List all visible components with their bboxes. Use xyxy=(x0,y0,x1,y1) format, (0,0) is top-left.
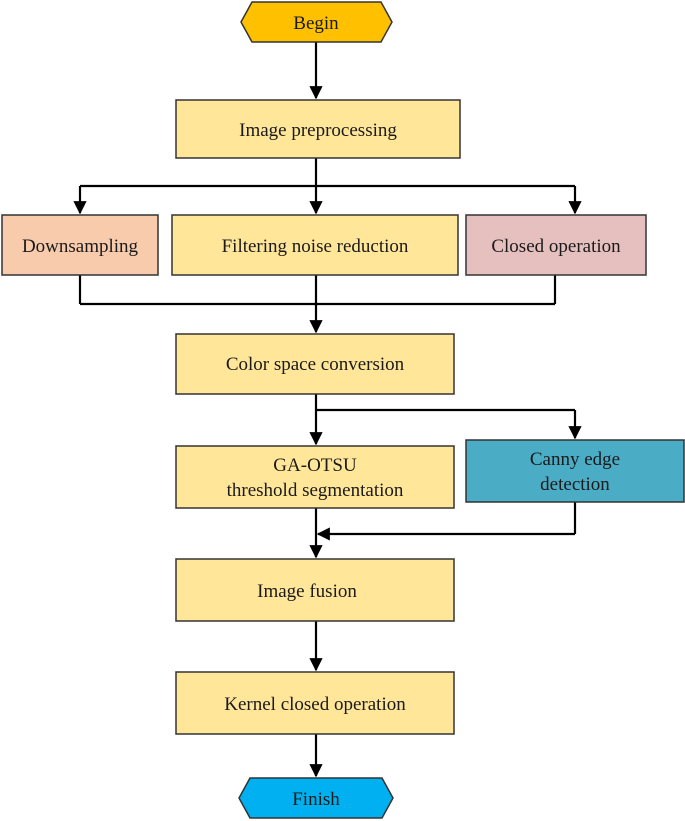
kernel-node: Kernel closed operation xyxy=(175,671,455,735)
filtering-shape xyxy=(171,214,459,276)
fusion-label: Image fusion xyxy=(257,581,357,602)
finish-shape xyxy=(238,777,394,819)
color-space-shape xyxy=(175,333,455,395)
fusion-node: Image fusion xyxy=(175,558,455,622)
canny-shape xyxy=(465,439,685,503)
ga-otsu-shape xyxy=(175,445,455,509)
finish-node: Finish xyxy=(238,777,394,819)
downsampling-label: Downsampling xyxy=(22,236,139,257)
downsampling-shape xyxy=(1,214,159,276)
canny-label-line1: Canny edge xyxy=(530,449,620,470)
ga-otsu-label-line2: threshold segmentation xyxy=(227,480,404,501)
begin-label: Begin xyxy=(293,13,339,34)
canny-label-line2: detection xyxy=(540,474,610,495)
closed-op-node: Closed operation xyxy=(465,214,647,276)
closed-op-shape xyxy=(465,214,647,276)
preprocessing-label: Image preprocessing xyxy=(239,120,397,141)
filtering-label: Filtering noise reduction xyxy=(222,236,409,257)
finish-label: Finish xyxy=(292,789,340,810)
edges xyxy=(73,42,582,778)
begin-shape xyxy=(240,1,393,43)
fusion-shape xyxy=(175,558,455,622)
downsampling-node: Downsampling xyxy=(1,214,159,276)
preprocessing-node: Image preprocessing xyxy=(175,99,461,159)
ga-otsu-node: GA-OTSU threshold segmentation xyxy=(175,445,455,509)
closed-op-label: Closed operation xyxy=(491,236,621,257)
preprocessing-shape xyxy=(175,99,461,159)
ga-otsu-label-line1: GA-OTSU xyxy=(273,455,357,476)
color-space-label: Color space conversion xyxy=(226,354,405,375)
filtering-node: Filtering noise reduction xyxy=(171,214,459,276)
kernel-shape xyxy=(175,671,455,735)
begin-node: Begin xyxy=(240,1,393,43)
kernel-label: Kernel closed operation xyxy=(224,694,406,715)
canny-node: Canny edge detection xyxy=(465,439,685,503)
color-space-node: Color space conversion xyxy=(175,333,455,395)
